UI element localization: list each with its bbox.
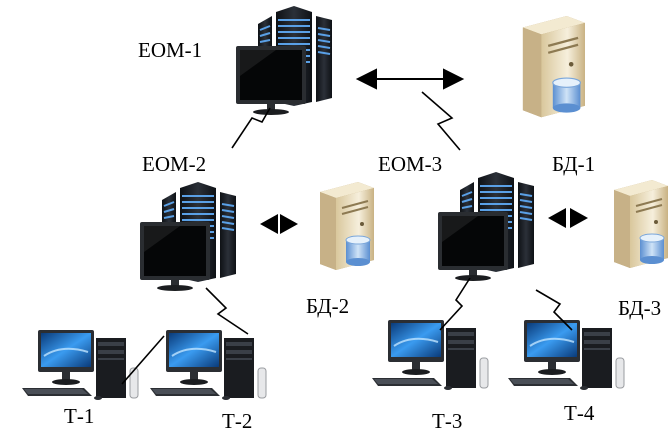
t1-t2-link [121, 335, 165, 385]
eom-2-server-icon [139, 181, 237, 292]
eom1-eom3-link [421, 91, 461, 151]
bd-3-label: БД-3 [618, 296, 662, 320]
t-3-label: Т-3 [432, 409, 463, 433]
bd-1-label: БД-1 [552, 152, 596, 176]
bd-2-database-icon [319, 181, 375, 271]
t-1-label: Т-1 [64, 404, 95, 428]
eom2-bd2-arrow [260, 214, 298, 234]
eom3-t3-link [439, 277, 471, 331]
eom-3-label: ЕОМ-3 [378, 152, 443, 176]
t-4-workstation-icon [507, 319, 625, 391]
bd-3-database-icon [613, 179, 669, 269]
t-1-workstation-icon [21, 329, 139, 401]
eom-1-server-icon [235, 5, 333, 116]
eom1-bd1-arrow [355, 68, 465, 90]
eom2-t2-link [205, 287, 249, 335]
eom1-eom2-link [231, 107, 271, 149]
eom-3-server-icon [437, 171, 535, 282]
eom-2-label: ЕОМ-2 [142, 152, 207, 176]
eom-1-label: ЕОМ-1 [138, 38, 203, 62]
bd-1-database-icon [521, 14, 587, 119]
t-3-workstation-icon [371, 319, 489, 391]
bd-2-label: БД-2 [306, 294, 350, 318]
t-2-label: Т-2 [222, 409, 253, 433]
eom3-bd3-arrow [548, 208, 588, 228]
t-4-label: Т-4 [564, 401, 595, 425]
t-2-workstation-icon [149, 329, 267, 401]
eom3-t4-link [535, 289, 573, 331]
